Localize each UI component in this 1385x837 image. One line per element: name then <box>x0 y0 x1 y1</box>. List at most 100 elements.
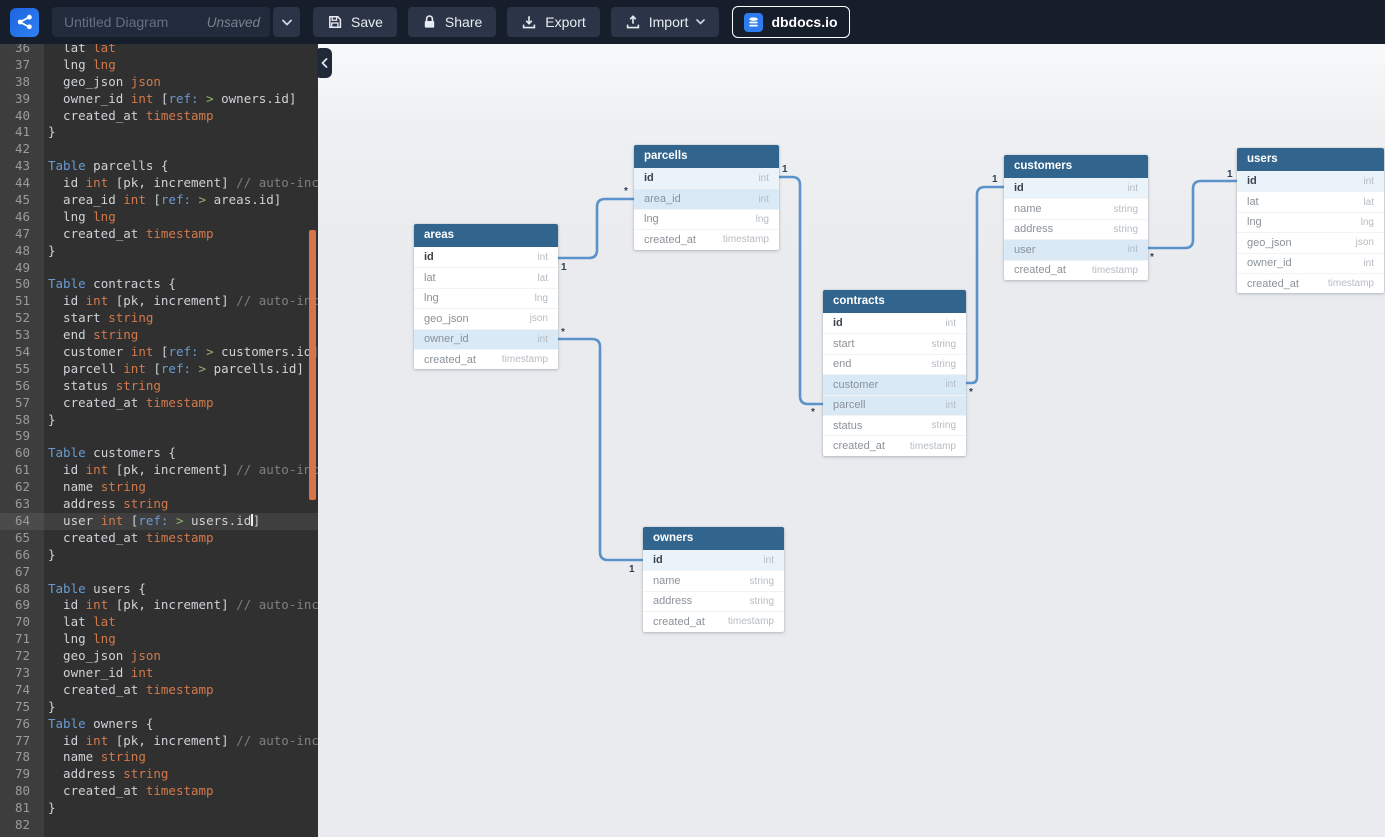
chevron-down-icon <box>281 19 292 26</box>
table-header-owners[interactable]: owners <box>643 527 784 550</box>
share-button[interactable]: Share <box>407 7 497 37</box>
code-line: 75} <box>0 699 318 716</box>
line-code: id int [pk, increment] // auto-increment <box>48 732 318 748</box>
line-code: } <box>48 242 56 258</box>
line-code: parcell int [ref: > parcells.id] <box>48 360 304 376</box>
line-code: user int [ref: > users.id] <box>48 512 261 528</box>
line-number: 73 <box>14 664 30 680</box>
field-name: created_at <box>833 440 885 453</box>
app-logo[interactable] <box>10 7 39 37</box>
table-header-customers[interactable]: customers <box>1004 155 1148 178</box>
import-upload-icon <box>626 15 639 29</box>
connector-areas.id-parcells.area_id <box>556 197 636 260</box>
line-code: id int [pk, increment] // auto-increment <box>48 597 318 613</box>
code-line: 51 id int [pk, increment] // auto-increm… <box>0 293 318 310</box>
field-name: geo_json <box>1247 236 1292 249</box>
database-icon <box>744 12 764 32</box>
field-type: timestamp <box>909 440 956 452</box>
line-code: created_at timestamp <box>48 529 214 545</box>
cardinality-label: 1 <box>992 174 998 185</box>
line-code: owner_id int <box>48 664 154 680</box>
line-code: name string <box>48 479 146 495</box>
import-button[interactable]: Import <box>610 7 720 37</box>
line-code: lng lng <box>48 208 116 224</box>
code-line: 80 created_at timestamp <box>0 783 318 800</box>
line-number: 69 <box>14 597 30 613</box>
field-type: timestamp <box>727 616 774 628</box>
export-button[interactable]: Export <box>507 7 600 37</box>
code-line: 49 <box>0 260 318 277</box>
line-number: 49 <box>14 259 30 275</box>
field-name: address <box>1014 223 1054 236</box>
field-type: string <box>1113 203 1138 215</box>
editor-collapse-button[interactable] <box>317 48 332 78</box>
diagram-title-input[interactable] <box>62 13 207 31</box>
field-type: int <box>1363 175 1374 187</box>
editor-scrollbar-thumb[interactable] <box>309 230 316 500</box>
code-line: 54 customer int [ref: > customers.id] <box>0 344 318 361</box>
line-code: } <box>48 546 56 562</box>
cardinality-label: 1 <box>629 564 635 575</box>
code-line: 65 created_at timestamp <box>0 530 318 547</box>
code-line: 66} <box>0 547 318 564</box>
top-navbar: Unsaved Save Share Export <box>0 0 1385 44</box>
line-code <box>30 141 48 158</box>
field-name: parcell <box>833 399 866 412</box>
field-type: string <box>931 338 956 350</box>
field-name: user <box>1014 243 1036 256</box>
cardinality-label: 1 <box>561 262 567 273</box>
field-name: id <box>424 251 434 264</box>
code-line: 72 geo_json json <box>0 648 318 665</box>
line-number: 71 <box>14 631 30 647</box>
field-name: lng <box>1247 216 1262 229</box>
line-number: 46 <box>14 208 30 224</box>
dbdocs-button[interactable]: dbdocs.io <box>732 6 850 38</box>
code-line: 82 <box>0 817 318 834</box>
field-name: end <box>833 358 852 371</box>
line-number: 38 <box>14 73 30 89</box>
code-line: 53 end string <box>0 327 318 344</box>
save-button[interactable]: Save <box>313 7 397 37</box>
share-button-label: Share <box>444 14 483 30</box>
line-number: 54 <box>14 344 30 360</box>
code-line: 36 lat lat <box>0 44 318 57</box>
field-type: int <box>945 379 956 391</box>
field-type: int <box>758 172 769 184</box>
line-code: start string <box>48 310 154 326</box>
editor-gutter <box>0 44 44 837</box>
table-header-areas[interactable]: areas <box>414 224 558 247</box>
line-number: 39 <box>14 90 30 106</box>
table-header-parcells[interactable]: parcells <box>634 145 779 168</box>
line-code: Table contracts { <box>48 276 176 292</box>
field-name: geo_json <box>424 312 469 325</box>
field-name: id <box>833 317 843 330</box>
code-line: 55 parcell int [ref: > parcells.id] <box>0 361 318 378</box>
code-line: 48} <box>0 243 318 260</box>
line-code: Table owners { <box>48 715 154 731</box>
field-name: lat <box>1247 196 1259 209</box>
line-number: 78 <box>14 749 30 765</box>
cardinality-label: * <box>811 407 815 418</box>
title-menu-button[interactable] <box>273 7 300 37</box>
field-name: lng <box>644 213 659 226</box>
line-number: 56 <box>14 377 30 393</box>
table-header-users[interactable]: users <box>1237 148 1384 171</box>
table-header-contracts[interactable]: contracts <box>823 290 966 313</box>
